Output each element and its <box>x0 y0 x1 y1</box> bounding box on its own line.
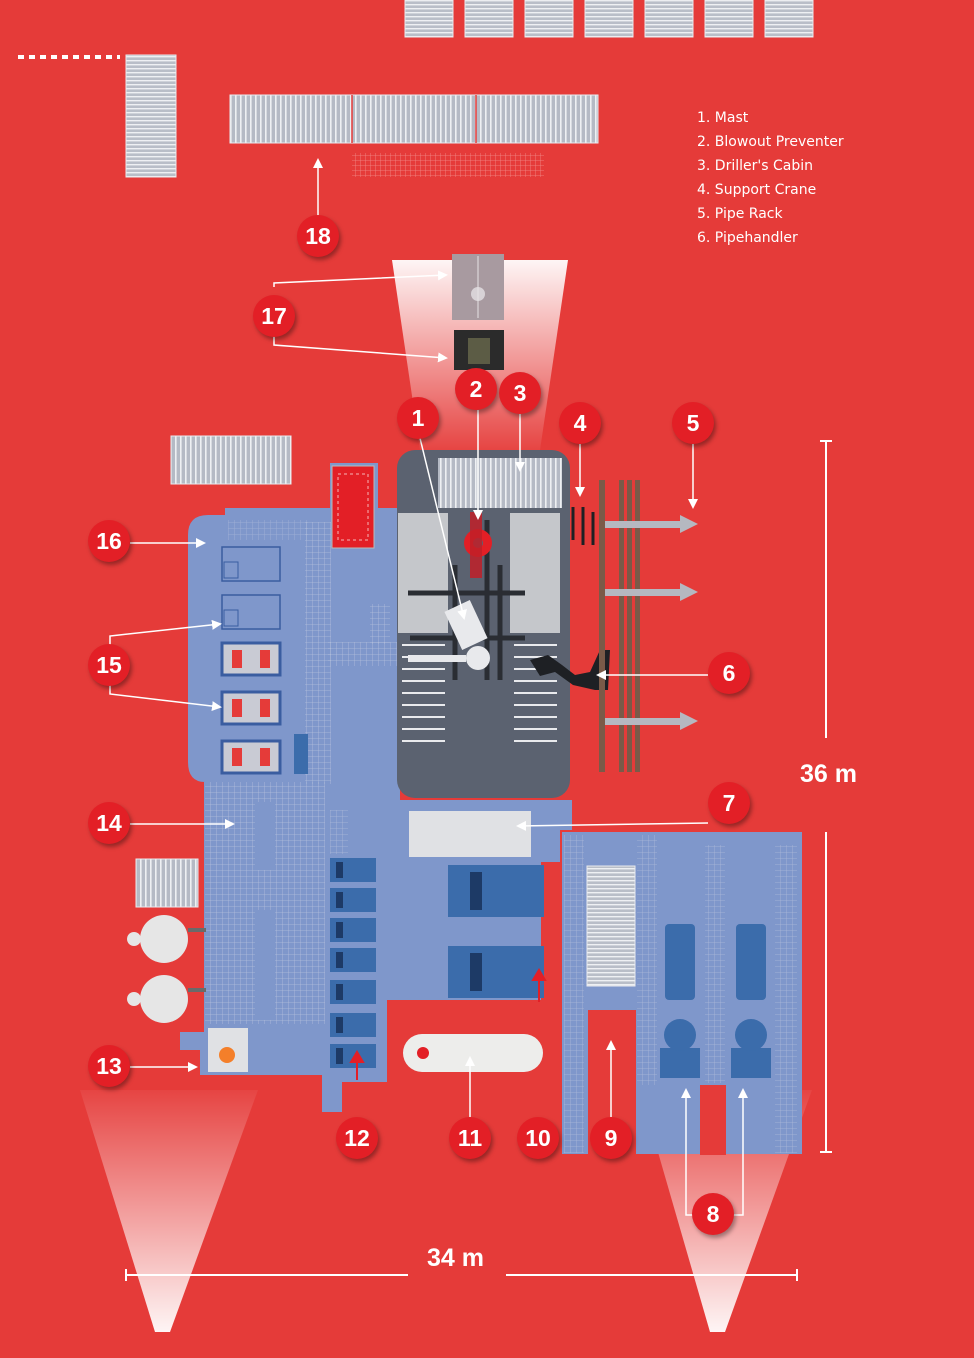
marker-17: 17 <box>253 295 295 337</box>
marker-16: 16 <box>88 520 130 562</box>
small-container <box>135 858 199 908</box>
marker-14: 14 <box>88 802 130 844</box>
legend-item-drillers-cabin: 3. Driller's Cabin <box>697 158 813 174</box>
pipe-storage <box>229 94 599 177</box>
legend: 1. Mast 2. Blowout Preventer 3. Driller'… <box>697 106 844 250</box>
marker-2: 2 <box>455 368 497 410</box>
left-container <box>125 54 177 178</box>
support-crane <box>571 507 595 545</box>
marker-9: 9 <box>590 1117 632 1159</box>
pipe-rack <box>599 480 698 772</box>
marker-12: 12 <box>336 1117 378 1159</box>
marker-10: 10 <box>517 1117 559 1159</box>
shaker-unit <box>586 865 636 987</box>
marker-1: 1 <box>397 397 439 439</box>
legend-item-support-crane: 4. Support Crane <box>697 182 817 198</box>
light-beam-bottom-left <box>80 1090 258 1332</box>
living-quarters <box>220 546 308 775</box>
marker-4: 4 <box>559 402 601 444</box>
marker-3: 3 <box>499 372 541 414</box>
dimension-lines <box>125 440 832 1281</box>
electrical-cabinet <box>331 465 375 549</box>
grey-container <box>170 435 292 485</box>
mud-tanks <box>660 924 771 1078</box>
drilling-rig <box>397 450 610 798</box>
width-dimension-label: 34 m <box>427 1244 484 1272</box>
height-dimension-label: 36 m <box>800 760 857 788</box>
engine-bank <box>330 858 376 1068</box>
marker-11: 11 <box>449 1117 491 1159</box>
legend-item-pipehandler: 6. Pipehandler <box>697 230 798 246</box>
leader-lines <box>109 158 748 1216</box>
legend-item-mast: 1. Mast <box>697 110 749 126</box>
marker-15: 15 <box>88 644 130 686</box>
driller-control-unit <box>409 811 531 857</box>
top-container-row <box>404 0 814 38</box>
water-tank-1 <box>140 915 188 963</box>
marker-7: 7 <box>708 782 750 824</box>
legend-item-blowout-preventer: 2. Blowout Preventer <box>697 134 844 150</box>
fuel-tank <box>403 1034 543 1072</box>
marker-13: 13 <box>88 1045 130 1087</box>
marker-8: 8 <box>692 1193 734 1235</box>
mud-pumps <box>448 865 544 998</box>
marker-6: 6 <box>708 652 750 694</box>
water-tank-2 <box>140 975 188 1023</box>
marker-18: 18 <box>297 215 339 257</box>
legend-item-pipe-rack: 5. Pipe Rack <box>697 206 783 222</box>
marker-5: 5 <box>672 402 714 444</box>
